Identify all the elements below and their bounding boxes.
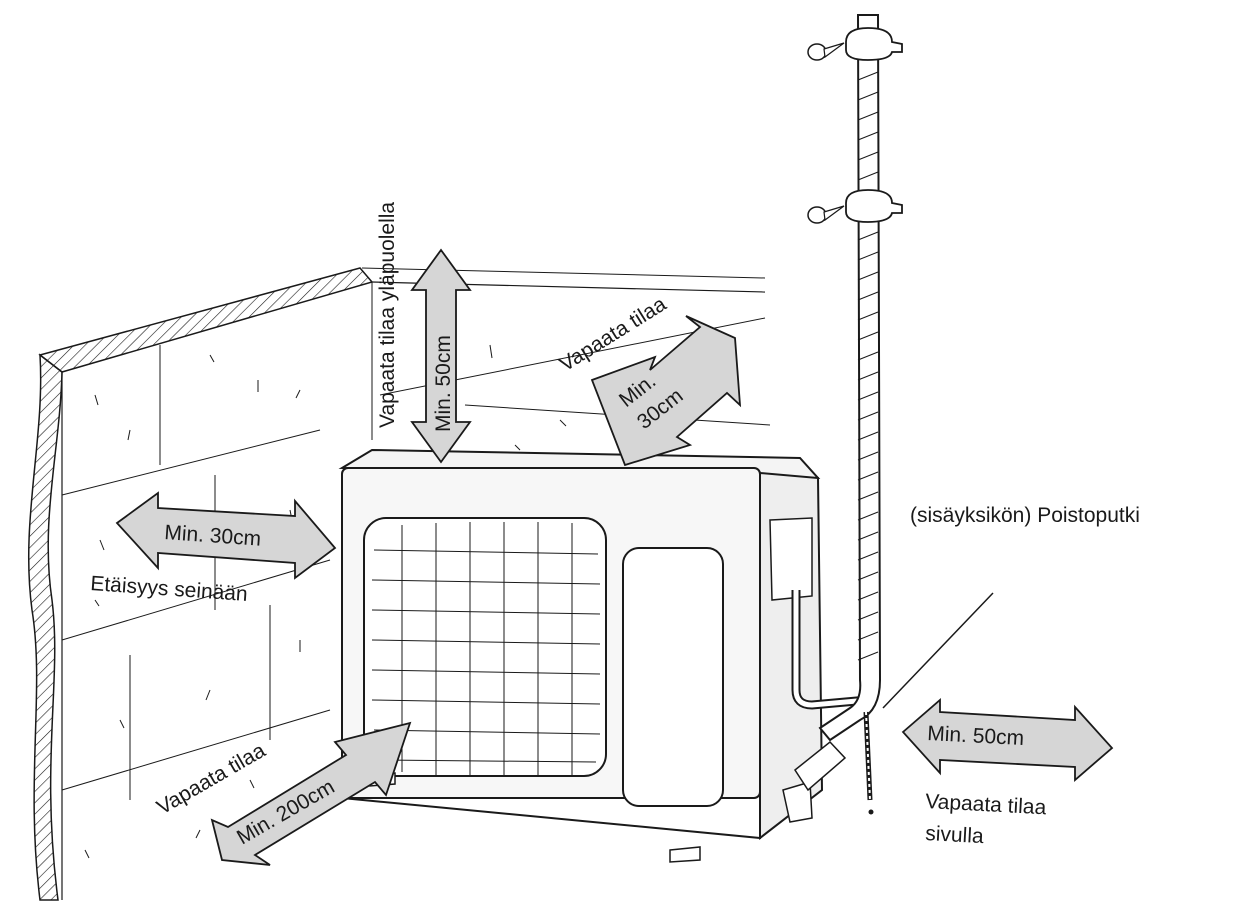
- drain-pipe-leader: [882, 592, 994, 709]
- fan-grille: [371, 522, 601, 776]
- outdoor-ac-unit: [338, 448, 869, 863]
- side-clearance-arrow: [901, 698, 1114, 782]
- wall-distance-arrow: [115, 491, 337, 580]
- pipe-clamp-middle: [845, 189, 903, 223]
- side-clearance-title-line1: Vapaata tilaa: [925, 790, 1047, 819]
- screw-icon: [807, 205, 845, 224]
- side-clearance-title-line2: sivulla: [925, 822, 985, 848]
- screw-icon: [807, 42, 845, 61]
- side-clearance-min: Min. 50cm: [927, 722, 1025, 750]
- insulated-pipe: [818, 14, 882, 815]
- front-clearance-arrow: [210, 721, 412, 866]
- pipe-clamp-top: [845, 27, 903, 61]
- top-clearance-min: Min. 50cm: [432, 335, 455, 432]
- top-clearance-arrow: [410, 248, 472, 464]
- front-clearance-title: Vapaata tilaa: [153, 739, 270, 820]
- wall: [27, 267, 771, 901]
- drain-pipe-label: (sisäyksikön) Poistoputki: [910, 504, 1140, 527]
- wall-distance-title: Etäisyys seinään: [90, 572, 249, 606]
- rear-clearance-arrow: [590, 315, 742, 467]
- top-clearance-title: Vapaata tilaa yläpuolella: [376, 202, 399, 428]
